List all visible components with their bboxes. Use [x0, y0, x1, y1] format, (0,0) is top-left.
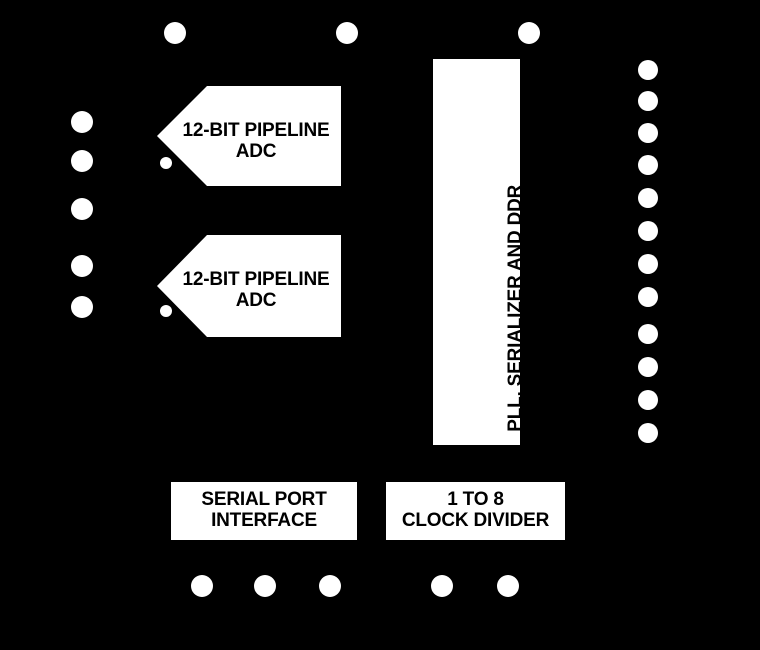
top-pin-1[interactable]: [164, 22, 186, 44]
top-pin-3[interactable]: [518, 22, 540, 44]
left-pin-4[interactable]: [71, 255, 93, 277]
bottom-pin-5[interactable]: [497, 575, 519, 597]
bottom-pin-1[interactable]: [191, 575, 213, 597]
clock-divider-block-shape[interactable]: [386, 482, 565, 540]
adc-channel-1-shape[interactable]: [157, 86, 341, 186]
adc-1-notch-dot: [160, 157, 172, 169]
adc-2-notch-dot: [160, 305, 172, 317]
left-pin-1[interactable]: [71, 111, 93, 133]
right-pin-3[interactable]: [638, 123, 658, 143]
adc-channel-2-shape[interactable]: [157, 235, 341, 337]
left-pin-2[interactable]: [71, 150, 93, 172]
right-pin-1[interactable]: [638, 60, 658, 80]
right-pin-4[interactable]: [638, 155, 658, 175]
right-pin-11[interactable]: [638, 390, 658, 410]
left-pin-3[interactable]: [71, 198, 93, 220]
bottom-pin-4[interactable]: [431, 575, 453, 597]
right-pin-7[interactable]: [638, 254, 658, 274]
serial-port-interface-block-shape[interactable]: [171, 482, 357, 540]
right-pin-2[interactable]: [638, 91, 658, 111]
right-pin-12[interactable]: [638, 423, 658, 443]
right-pin-5[interactable]: [638, 188, 658, 208]
right-pin-8[interactable]: [638, 287, 658, 307]
top-pin-2[interactable]: [336, 22, 358, 44]
right-pin-10[interactable]: [638, 357, 658, 377]
right-pin-9[interactable]: [638, 324, 658, 344]
bottom-pin-3[interactable]: [319, 575, 341, 597]
pll-label-container: PLL, SERIALIZER AND DDR LVDS DRIVERS: [433, 59, 547, 445]
pll-serializer-block-shape[interactable]: [433, 59, 520, 445]
bottom-pin-2[interactable]: [254, 575, 276, 597]
left-pin-5[interactable]: [71, 296, 93, 318]
right-pin-6[interactable]: [638, 221, 658, 241]
